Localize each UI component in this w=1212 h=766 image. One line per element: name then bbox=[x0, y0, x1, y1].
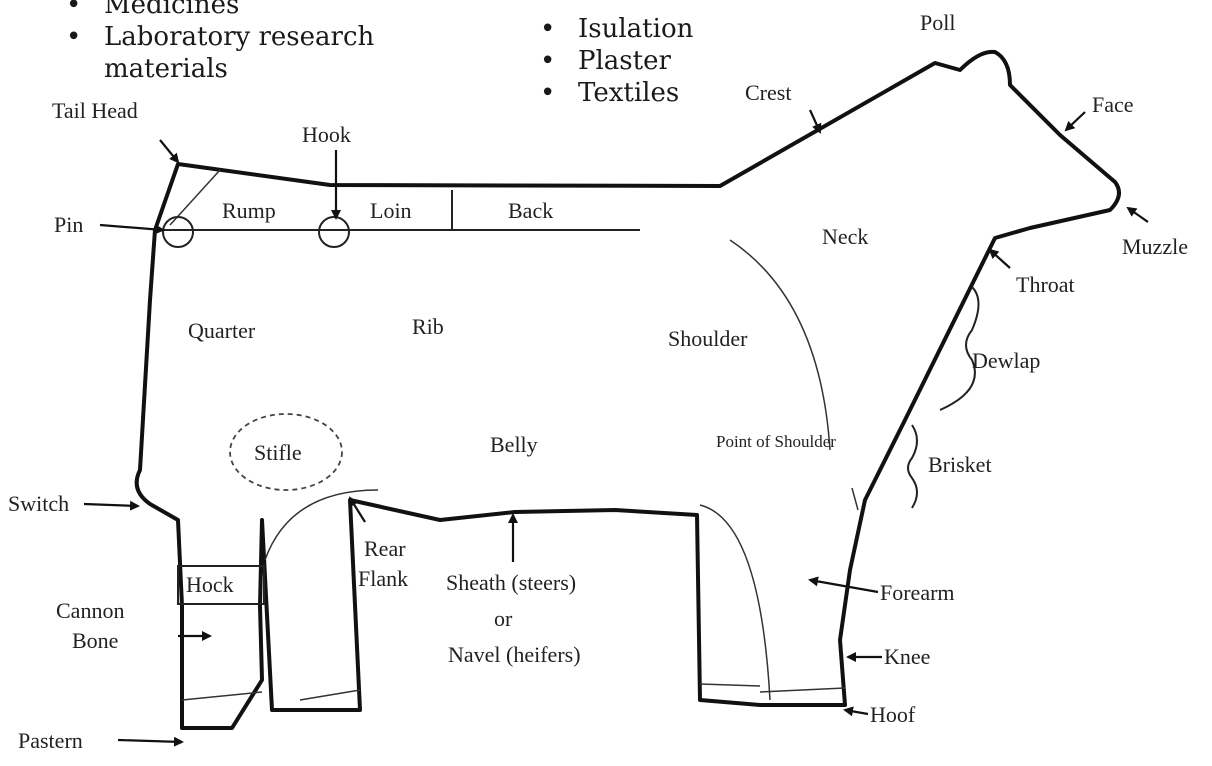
label-crest: Crest bbox=[745, 80, 791, 105]
label-poll: Poll bbox=[920, 10, 955, 35]
label-dewlap: Dewlap bbox=[972, 348, 1040, 373]
label-throat: Throat bbox=[1016, 272, 1075, 297]
label-rib: Rib bbox=[412, 314, 444, 339]
label-rear-flank-2: Flank bbox=[358, 566, 408, 591]
pastern-arrow bbox=[118, 740, 182, 742]
label-hock: Hock bbox=[186, 572, 234, 597]
label-stifle: Stifle bbox=[254, 440, 302, 465]
label-pin: Pin bbox=[54, 212, 83, 237]
brisket-bracket bbox=[908, 425, 917, 508]
label-rump: Rump bbox=[222, 198, 276, 223]
hoof-line bbox=[300, 690, 360, 700]
label-forearm: Forearm bbox=[880, 580, 955, 605]
label-loin: Loin bbox=[370, 198, 412, 223]
label-shoulder: Shoulder bbox=[668, 326, 748, 351]
label-back: Back bbox=[508, 198, 553, 223]
label-sheath-1: Sheath (steers) bbox=[446, 570, 576, 595]
steer-outline bbox=[137, 52, 1119, 728]
muzzle-arrow bbox=[1128, 208, 1148, 222]
forearm-arrow bbox=[810, 580, 878, 592]
label-sheath-3: Navel (heifers) bbox=[448, 642, 581, 667]
tail-head-arrow bbox=[160, 140, 178, 162]
switch-arrow bbox=[84, 504, 138, 506]
pin-circle bbox=[163, 217, 193, 247]
foreleg-curve bbox=[700, 505, 770, 700]
label-knee: Knee bbox=[884, 644, 930, 669]
label-belly: Belly bbox=[490, 432, 538, 457]
label-sheath-2: or bbox=[494, 606, 513, 631]
crest-arrow bbox=[810, 110, 820, 132]
hoof-line bbox=[760, 688, 845, 692]
label-quarter: Quarter bbox=[188, 318, 256, 343]
label-brisket: Brisket bbox=[928, 452, 992, 477]
brisket-line bbox=[852, 488, 858, 510]
label-cannon-1: Cannon bbox=[56, 598, 124, 623]
label-switch: Switch bbox=[8, 491, 69, 516]
label-face: Face bbox=[1092, 92, 1134, 117]
label-hoof: Hoof bbox=[870, 702, 916, 727]
hoof-arrow bbox=[845, 710, 868, 714]
throat-arrow bbox=[990, 250, 1010, 268]
hook-circle bbox=[319, 217, 349, 247]
label-neck: Neck bbox=[822, 224, 868, 249]
label-muzzle: Muzzle bbox=[1122, 234, 1188, 259]
label-tail-head: Tail Head bbox=[52, 98, 138, 123]
label-point-of-shoulder: Point of Shoulder bbox=[716, 432, 836, 451]
label-cannon-2: Bone bbox=[72, 628, 118, 653]
label-pastern: Pastern bbox=[18, 728, 83, 753]
face-arrow bbox=[1066, 112, 1085, 130]
hoof-line bbox=[700, 684, 760, 686]
pin-arrow bbox=[100, 225, 163, 230]
label-rear-flank-1: Rear bbox=[364, 536, 406, 561]
label-hook: Hook bbox=[302, 122, 351, 147]
